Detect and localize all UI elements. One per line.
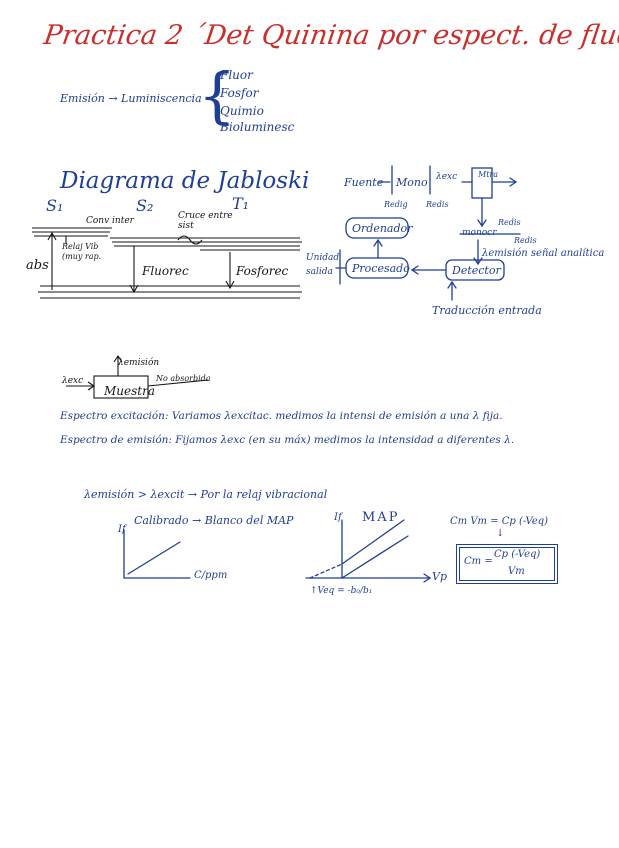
jablonski-levels bbox=[32, 228, 302, 298]
map-chart bbox=[306, 520, 430, 582]
calibrado-chart bbox=[124, 530, 190, 578]
sample-schematic bbox=[66, 356, 208, 398]
instrument-scheme bbox=[336, 166, 520, 300]
